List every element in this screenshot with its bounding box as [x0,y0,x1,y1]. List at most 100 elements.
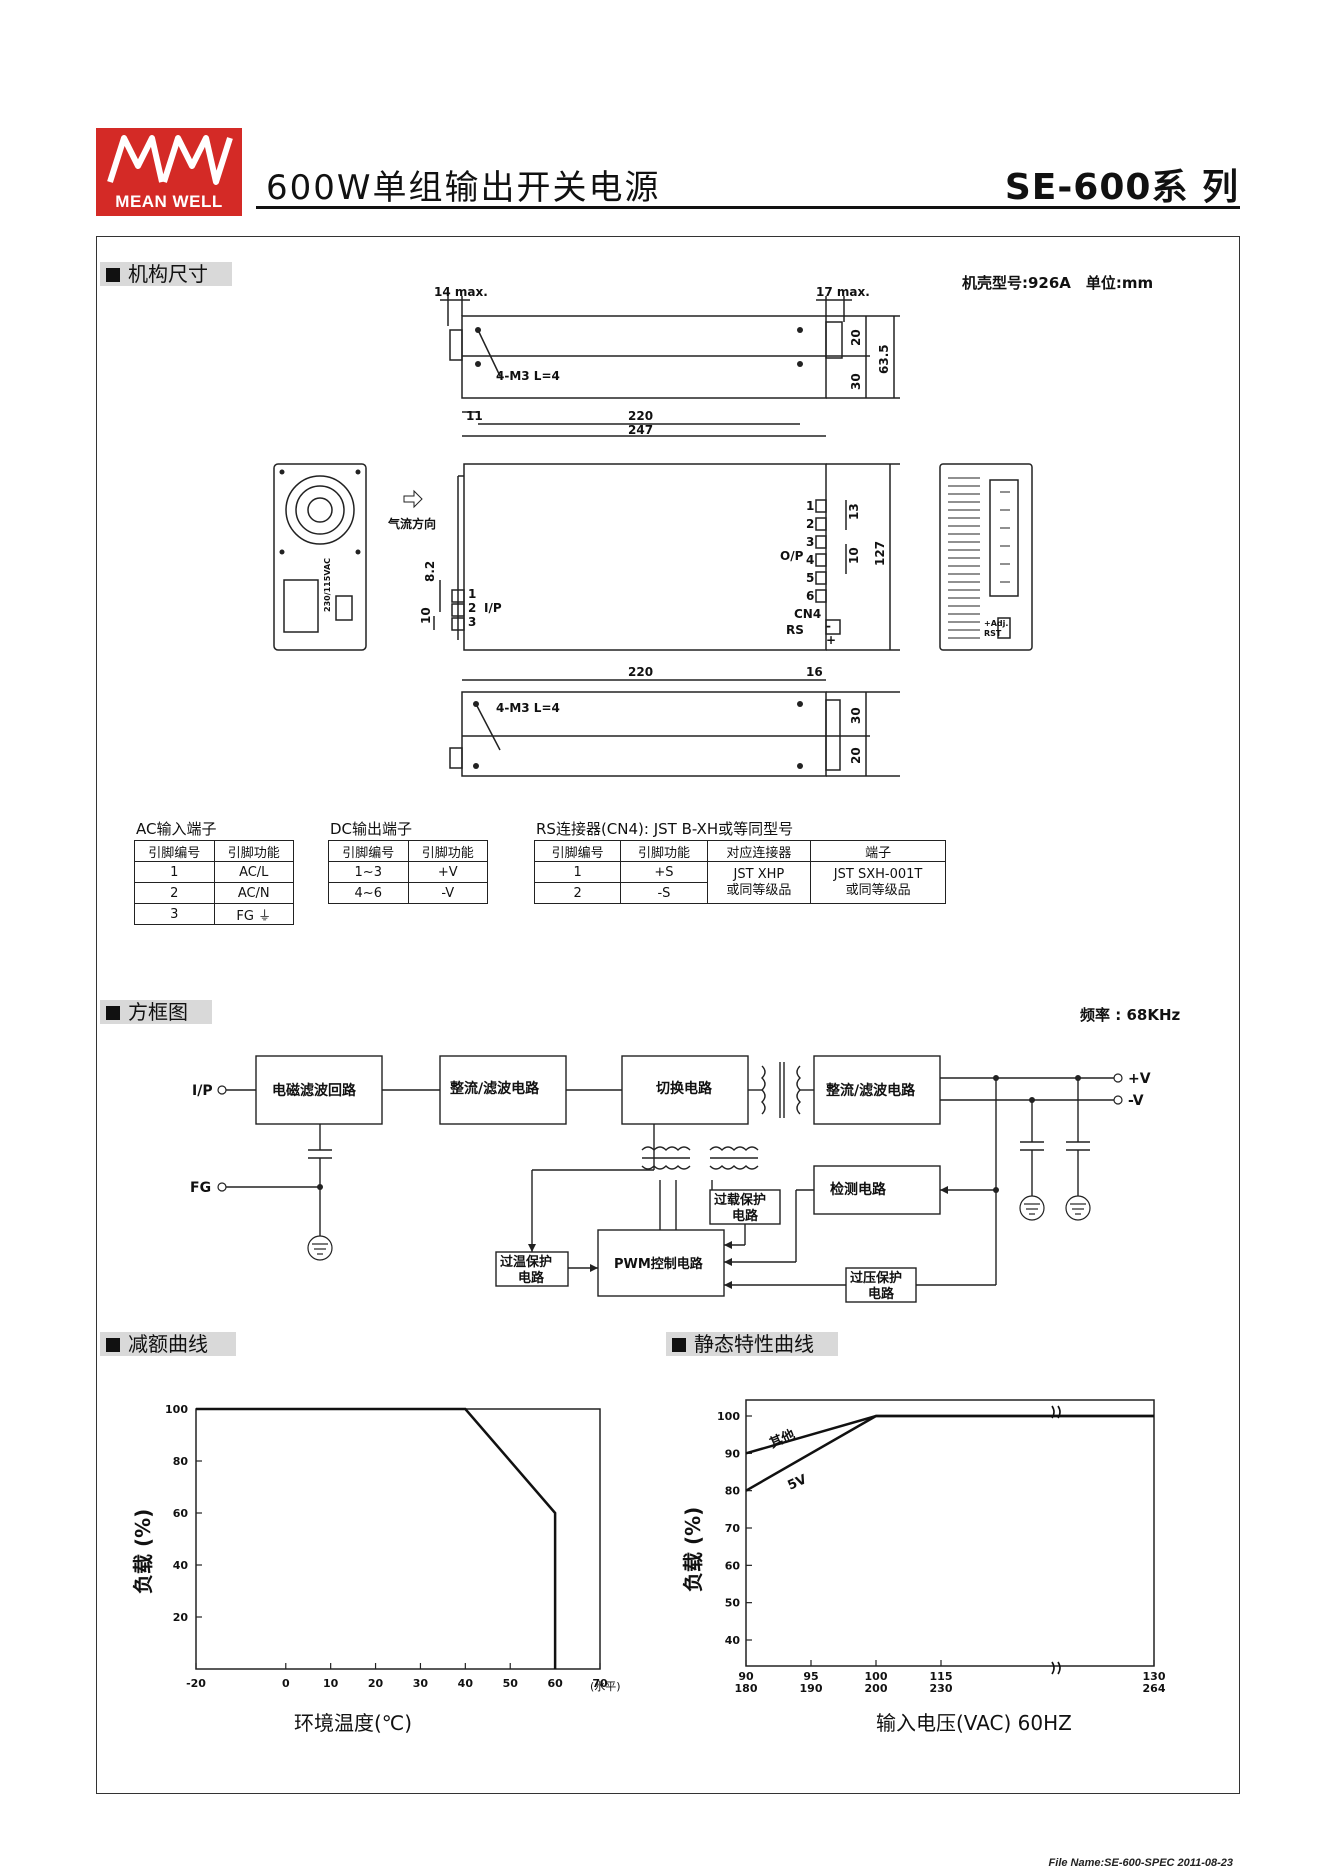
dim-front-10b: 10 [847,547,861,564]
block-diagram: I/P FG 电磁滤波回路 整流/滤波电路 切换电路 整流/滤波电路 检测电路 … [190,1055,1151,1303]
side-panel-fan [273,463,367,651]
olp-label-1: 过载保护 [714,1192,766,1208]
plot-area [195,1408,601,1670]
airflow-arrow-icon [403,489,423,509]
x-tick-label: 115 [930,1670,953,1683]
dim-127: 127 [873,541,887,566]
case-note: 机壳型号:926A 单位:mm [962,274,1154,292]
section-block-diagram: 方框图 [100,1000,212,1024]
y-tick-label: 80 [173,1455,189,1468]
static-ylabel: 负载 (%) [681,1507,705,1592]
vplus-terminal [1113,1073,1123,1083]
y-tick-label: 20 [173,1611,189,1624]
op-pin-2: 2 [806,517,814,531]
right-view-panel [939,463,1033,651]
cn4-label: CN4 [794,607,821,621]
op-label: O/P [780,549,804,563]
ip-pin-3: 3 [468,615,476,629]
fan-grille [285,475,355,545]
x-tick-label: -20 [186,1677,206,1690]
y-tick-label: 90 [725,1447,741,1460]
x-tick-label-secondary: 230 [930,1682,953,1695]
dim-top-20: 20 [849,329,863,346]
rect2-label: 整流/滤波电路 [825,1082,916,1099]
vplus-label: +V [1128,1071,1151,1087]
rs-minus: - [826,619,831,633]
rs-table-caption: RS连接器(CN4): JST B-XH或等同型号 [536,820,794,838]
vminus-label: -V [1128,1093,1144,1109]
olp-label-2: 电路 [732,1208,759,1224]
ip-pin-1: 1 [468,587,476,601]
y-tick-label: 50 [725,1597,741,1610]
op-pin-3: 3 [806,535,814,549]
ac-header-pin: 引脚编号 [134,840,215,862]
frequency-note: 频率 : 68KHz [1080,1006,1181,1024]
series-line-other [745,1414,1154,1455]
rs-header-pin: 引脚编号 [533,840,622,862]
ip-label: I/P [192,1083,213,1099]
series-line-5v [745,1414,1154,1492]
dim-8-2: 8.2 [423,561,437,582]
x-tick-label-secondary: 190 [800,1682,823,1695]
rs-label: RS [786,623,804,637]
table-row: 2-S [533,882,946,904]
otp-label-2: 电路 [518,1270,545,1286]
dc-terminal-table: 引脚编号引脚功能 1~3+V 4~6-V [328,840,488,904]
dim-247: 247 [628,423,653,437]
dc-terminal-block [989,479,1019,597]
y-tick-label: 70 [725,1522,741,1535]
x-tick-label: 100 [865,1670,888,1683]
x-tick-label-secondary: 264 [1143,1682,1166,1695]
series-label-5v: 5V [786,1472,810,1493]
op-pin-6: 6 [806,589,814,603]
emi-label: 电磁滤波回路 [272,1082,357,1099]
x-tick-label: 10 [323,1677,339,1690]
rs-header-mate: 对应连接器 [706,840,812,862]
ovp-label-1: 过压保护 [850,1270,902,1286]
derating-xlabel: 环境温度(℃) [294,1711,412,1735]
section-derating: 减额曲线 [100,1332,236,1356]
derating-curve [196,1407,557,1669]
dim-bottom-30: 30 [849,707,863,724]
dim-11: 11 [466,409,483,423]
footer-filename: File Name:SE-600-SPEC 2011-08-23 [1048,1857,1233,1869]
op-pin-1: 1 [806,499,814,513]
dim-top-30: 30 [849,373,863,390]
x-tick-label: 40 [458,1677,474,1690]
derating-ylabel: 负载 (%) [131,1509,155,1594]
x-tick-label: 90 [738,1670,754,1683]
ground-icon [1065,1195,1091,1221]
dc-header-pin: 引脚编号 [328,840,409,862]
rect1-label: 整流/滤波电路 [449,1080,540,1097]
page-title: 600W单组输出开关电源 [266,168,661,208]
dim-63: 63.5 [877,344,891,374]
x-tick-label: 20 [368,1677,384,1690]
x-tick-label: 0 [282,1677,290,1690]
table-row: 1~3+V [328,861,488,883]
x-tick-label: 30 [413,1677,429,1690]
fg-label: FG [190,1180,211,1196]
static-xlabel: 输入电压(VAC) 60HZ [876,1711,1072,1735]
axis-break-icon [1051,1405,1061,1675]
dim-13: 13 [847,503,861,520]
dim-16: 16 [806,665,823,679]
top-screw-label: 4-M3 L=4 [496,369,560,383]
op-pin-5: 5 [806,571,814,585]
y-tick-label: 40 [173,1559,189,1572]
dim-14max: 14 max. [434,285,488,299]
x-tick-label: 50 [503,1677,519,1690]
dim-front-10: 10 [419,607,433,624]
x-tick-label: 60 [547,1677,563,1690]
op-pin-4: 4 [806,553,814,567]
static-chart: 4050607080901009018095190100200115230130… [681,1399,1166,1735]
y-tick-label: 100 [165,1403,188,1416]
ground-icon [307,1235,333,1261]
ip-pin-2: 2 [468,601,476,615]
ac-table-caption: AC输入端子 [136,820,217,838]
switch-label: 切换电路 [656,1080,713,1097]
series-label-other: 其他 [767,1426,797,1451]
ac-terminal-block [283,579,319,633]
